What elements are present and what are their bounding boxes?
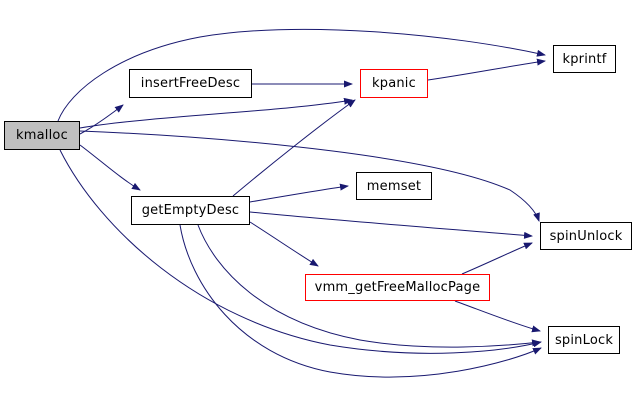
edge-vmm_getFreeMallocPage-to-spinUnlock <box>461 242 533 275</box>
node-kprintf[interactable]: kprintf <box>553 45 616 73</box>
node-spinLock[interactable]: spinLock <box>548 326 620 354</box>
node-insertFreeDesc[interactable]: insertFreeDesc <box>129 69 252 98</box>
node-label-spinLock: spinLock <box>554 332 614 348</box>
node-label-kpanic: kpanic <box>372 76 416 91</box>
edge-getEmptyDesc-to-vmm_getFreeMallocPage <box>249 221 319 267</box>
edge-kmalloc-to-kprintf <box>57 28 546 122</box>
edge-getEmptyDesc-to-kpanic <box>232 99 356 197</box>
node-kmalloc[interactable]: kmalloc <box>4 121 80 150</box>
edge-getEmptyDesc-to-spinLock <box>179 224 542 378</box>
node-label-kmalloc: kmalloc <box>16 128 68 143</box>
edge-kmalloc-to-insertFreeDesc <box>79 104 124 135</box>
edge-kpanic-to-kprintf <box>427 58 546 81</box>
edge-kmalloc-to-spinLock <box>59 149 542 354</box>
node-memset[interactable]: memset <box>356 172 432 200</box>
node-label-memset: memset <box>366 178 422 194</box>
edge-paths <box>57 28 546 378</box>
edge-kmalloc-to-getEmptyDesc <box>79 144 141 191</box>
edge-getEmptyDesc-to-memset <box>249 183 349 203</box>
node-getEmptyDesc[interactable]: getEmptyDesc <box>131 196 250 225</box>
node-kpanic[interactable]: kpanic <box>360 69 428 98</box>
edge-getEmptyDesc-to-spinLock <box>197 224 541 348</box>
node-label-vmm_getFreeMallocPage: vmm_getFreeMallocPage <box>314 280 481 295</box>
node-vmm_getFreeMallocPage[interactable]: vmm_getFreeMallocPage <box>305 274 490 301</box>
edge-getEmptyDesc-to-spinUnlock <box>249 211 533 239</box>
edge-vmm_getFreeMallocPage-to-spinLock <box>454 300 541 333</box>
edge-kmalloc-to-kpanic <box>79 97 353 129</box>
node-spinUnlock[interactable]: spinUnlock <box>540 222 632 250</box>
node-label-spinUnlock: spinUnlock <box>549 228 623 244</box>
node-label-kprintf: kprintf <box>562 51 607 67</box>
node-label-insertFreeDesc: insertFreeDesc <box>140 76 241 91</box>
node-label-getEmptyDesc: getEmptyDesc <box>141 203 240 218</box>
edge-kmalloc-to-spinUnlock <box>79 130 540 222</box>
